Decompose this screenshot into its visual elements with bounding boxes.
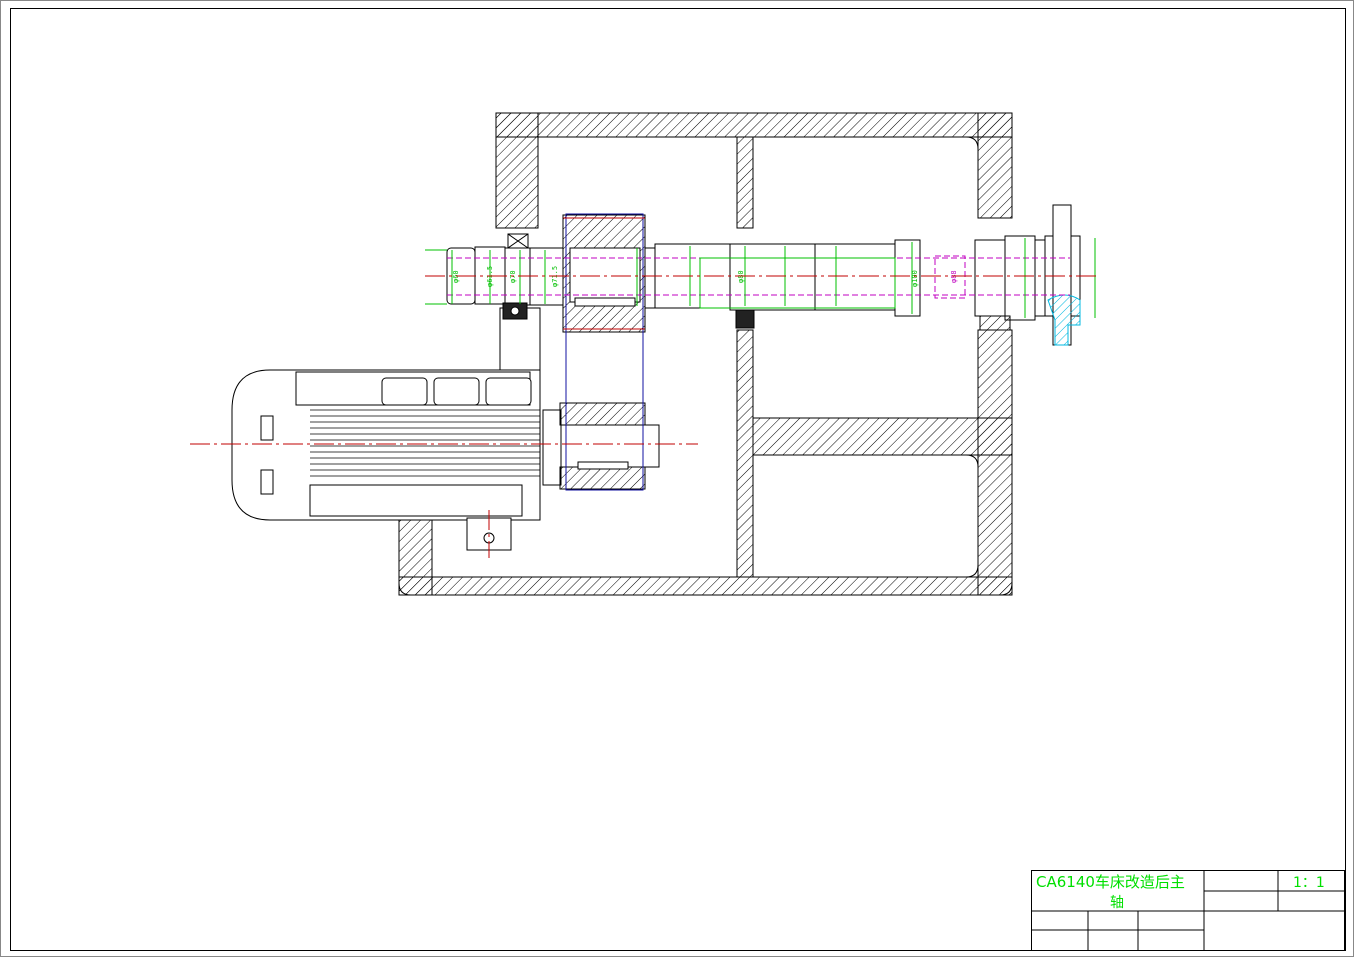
drawing-title-line2: 轴 xyxy=(1110,895,1124,911)
spindle-shaft xyxy=(446,204,1081,346)
drawing-scale: 1：1 xyxy=(1293,875,1325,891)
dim-label: φ88 xyxy=(950,270,958,283)
centerlines xyxy=(190,275,1100,558)
gear-pair xyxy=(559,213,646,491)
drawing-title: CA6140车床改造后主 xyxy=(1036,873,1185,891)
dim-label: φ60 xyxy=(452,270,460,283)
motor xyxy=(231,307,660,551)
drawing-frame xyxy=(10,8,1346,951)
dim-label: φ80 xyxy=(737,270,745,283)
title-block xyxy=(1031,870,1345,951)
dim-label: φ70 xyxy=(509,270,517,283)
dim-label: φ100 xyxy=(911,270,919,287)
